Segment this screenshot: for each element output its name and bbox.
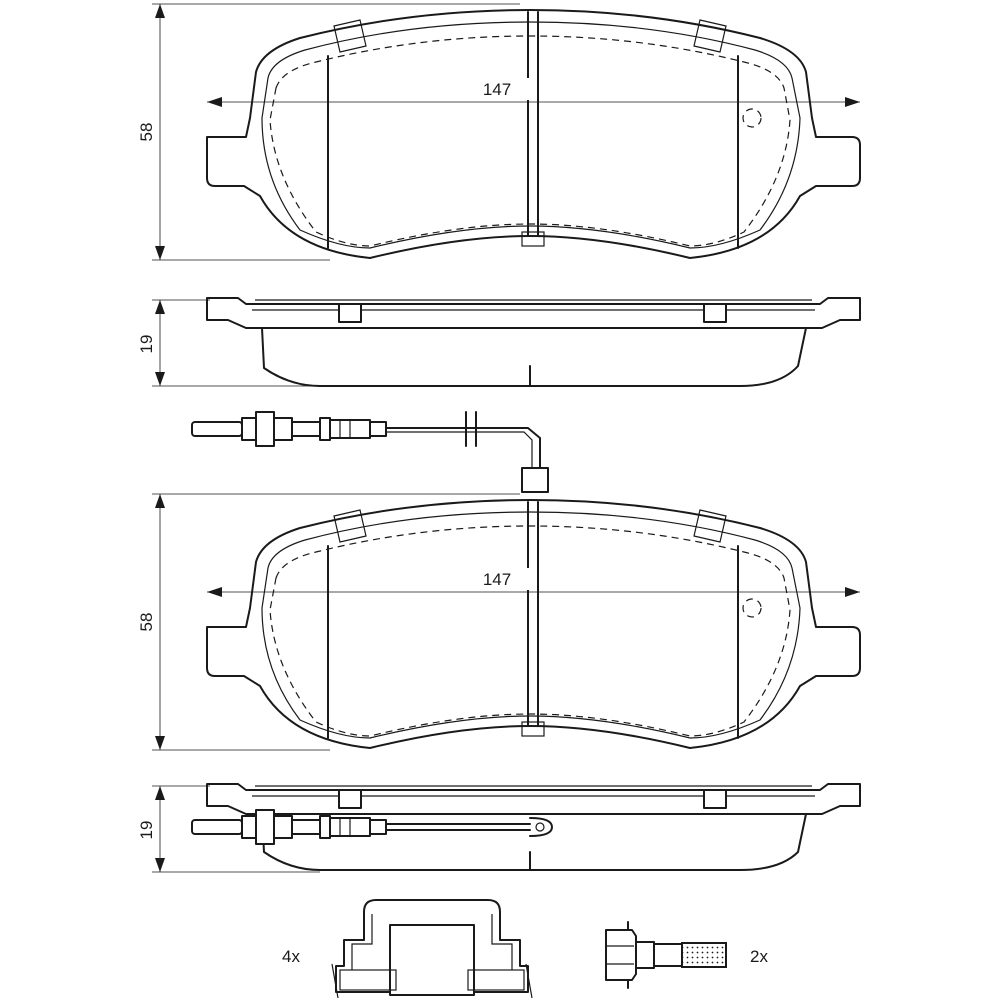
pad-1-width-label: 147	[483, 80, 511, 99]
wear-sensor-cable	[191, 411, 549, 493]
pad-2-thickness-label: 19	[137, 821, 156, 840]
bolt-quantity-label: 2x	[750, 947, 768, 966]
pad-1-front-view: 58 147	[137, 3, 861, 261]
clip-quantity-label: 4x	[282, 947, 300, 966]
pad-1-side-view: 19	[137, 297, 861, 387]
pad-1-thickness-label: 19	[137, 335, 156, 354]
pad-2-front-view: 58 147	[137, 493, 861, 751]
pad-1-height-label: 58	[137, 123, 156, 142]
pad-2-height-label: 58	[137, 613, 156, 632]
caliper-bolt: 2x	[605, 921, 768, 989]
pad-2-side-view: 19	[137, 783, 861, 873]
pad-2-width-label: 147	[483, 570, 511, 589]
anti-rattle-clip: 4x	[282, 899, 533, 999]
